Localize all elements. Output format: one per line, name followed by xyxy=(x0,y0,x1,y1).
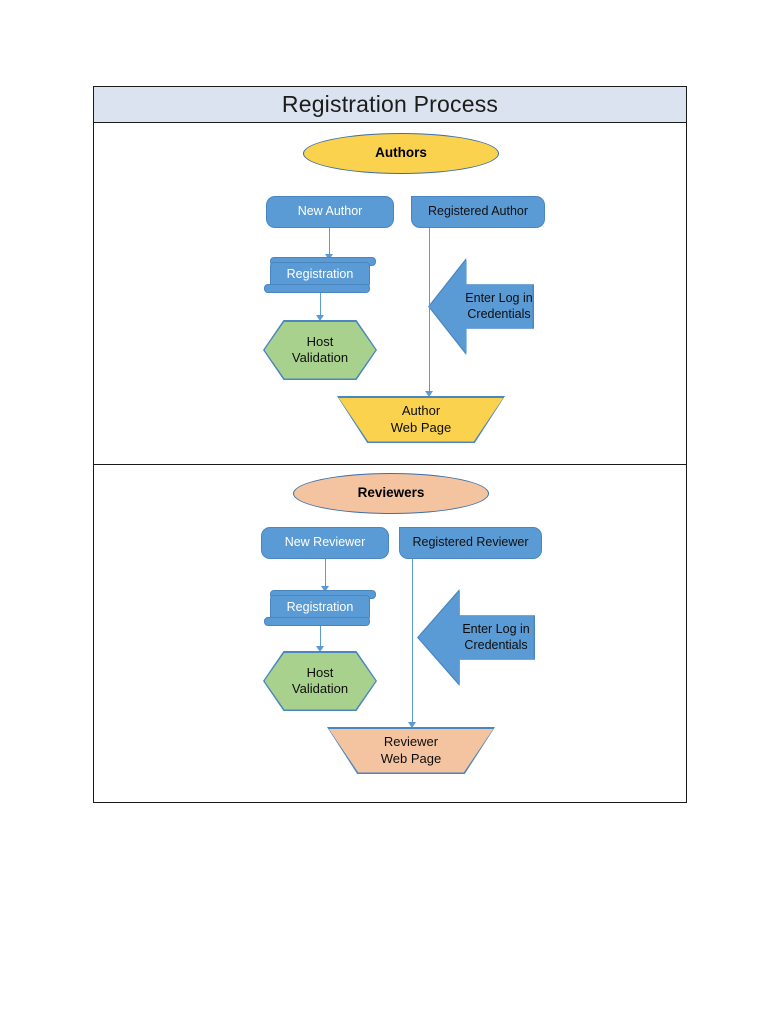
node-registered-author-label: Registered Author xyxy=(427,204,529,219)
tape-body xyxy=(270,595,370,621)
tape-bottom-edge xyxy=(264,617,370,626)
node-registered-author[interactable]: Registered Author xyxy=(411,196,545,228)
trapezoid-fill xyxy=(338,397,504,442)
connector-arrowhead xyxy=(316,315,324,321)
hexagon-fill xyxy=(264,652,376,710)
node-new-author-label: New Author xyxy=(297,204,363,219)
node-host-validation-author[interactable]: Host Validation xyxy=(263,320,377,380)
diagram-frame xyxy=(93,86,687,803)
node-author-web-page[interactable]: Author Web Page xyxy=(337,396,505,443)
node-registration-reviewer[interactable]: Registration xyxy=(264,590,376,626)
page-title: Registration Process xyxy=(281,91,499,117)
arrow-fill xyxy=(429,259,533,354)
connector-new-author-to-registration xyxy=(329,228,331,255)
trapezoid-fill xyxy=(328,728,494,773)
section-divider xyxy=(93,464,687,465)
node-host-validation-reviewer[interactable]: Host Validation xyxy=(263,651,377,711)
connector-arrowhead xyxy=(425,391,433,397)
connector-registration-to-validation-reviewer xyxy=(320,626,322,647)
actor-reviewers-label: Reviewers xyxy=(357,485,425,501)
node-new-reviewer-label: New Reviewer xyxy=(284,535,366,550)
actor-authors-label: Authors xyxy=(375,145,427,161)
node-registered-reviewer[interactable]: Registered Reviewer xyxy=(399,527,542,559)
actor-authors[interactable]: Authors xyxy=(303,133,499,174)
connector-registered-reviewer-to-webpage xyxy=(412,559,414,723)
connector-registered-author-to-webpage xyxy=(429,228,431,392)
node-new-reviewer[interactable]: New Reviewer xyxy=(261,527,389,559)
node-new-author[interactable]: New Author xyxy=(266,196,394,228)
connector-registration-to-validation xyxy=(320,293,322,316)
node-enter-credentials-reviewer[interactable]: Enter Log in Credentials xyxy=(417,589,535,686)
tape-bottom-edge xyxy=(264,284,370,293)
node-enter-credentials-author[interactable]: Enter Log in Credentials xyxy=(428,258,534,355)
actor-reviewers[interactable]: Reviewers xyxy=(293,473,489,514)
connector-arrowhead xyxy=(321,586,329,592)
tape-body xyxy=(270,262,370,288)
connector-arrowhead xyxy=(408,722,416,728)
arrow-fill xyxy=(418,590,534,685)
node-reviewer-web-page[interactable]: Reviewer Web Page xyxy=(327,727,495,774)
node-registered-reviewer-label: Registered Reviewer xyxy=(412,535,529,550)
diagram-title-bar: Registration Process xyxy=(93,86,687,123)
node-registration-author[interactable]: Registration xyxy=(264,257,376,293)
connector-new-reviewer-to-registration xyxy=(325,559,327,587)
connector-arrowhead xyxy=(316,646,324,652)
hexagon-fill xyxy=(264,321,376,379)
